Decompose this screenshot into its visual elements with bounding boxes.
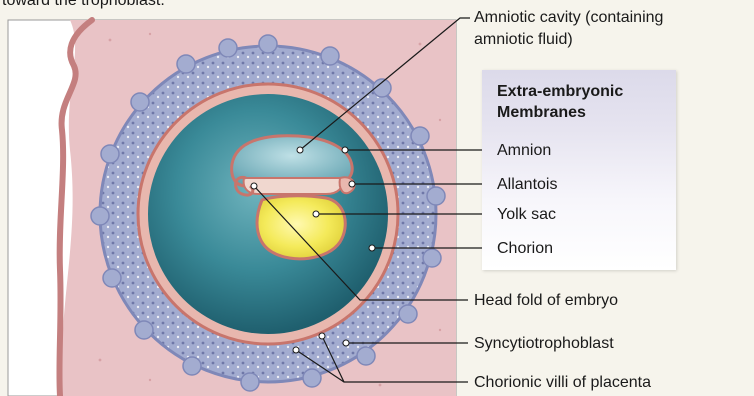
yolk-sac (257, 196, 345, 259)
label-syncytiotrophoblast: Syncytiotrophoblast (474, 334, 614, 353)
label-amniotic-cavity-line1: Amniotic cavity (containing (474, 8, 663, 27)
legend-item-chorion: Chorion (497, 239, 553, 258)
label-amniotic-cavity-line2: amniotic fluid) (474, 30, 573, 49)
legend-title-line1: Extra-embryonic (497, 82, 623, 102)
legend-item-allantois: Allantois (497, 175, 557, 194)
legend-title-line2: Membranes (497, 103, 586, 123)
label-head-fold: Head fold of embryo (474, 291, 618, 310)
label-chorionic-villi: Chorionic villi of placenta (474, 373, 651, 392)
legend-item-yolk-sac: Yolk sac (497, 205, 556, 224)
legend-item-amnion: Amnion (497, 141, 551, 160)
